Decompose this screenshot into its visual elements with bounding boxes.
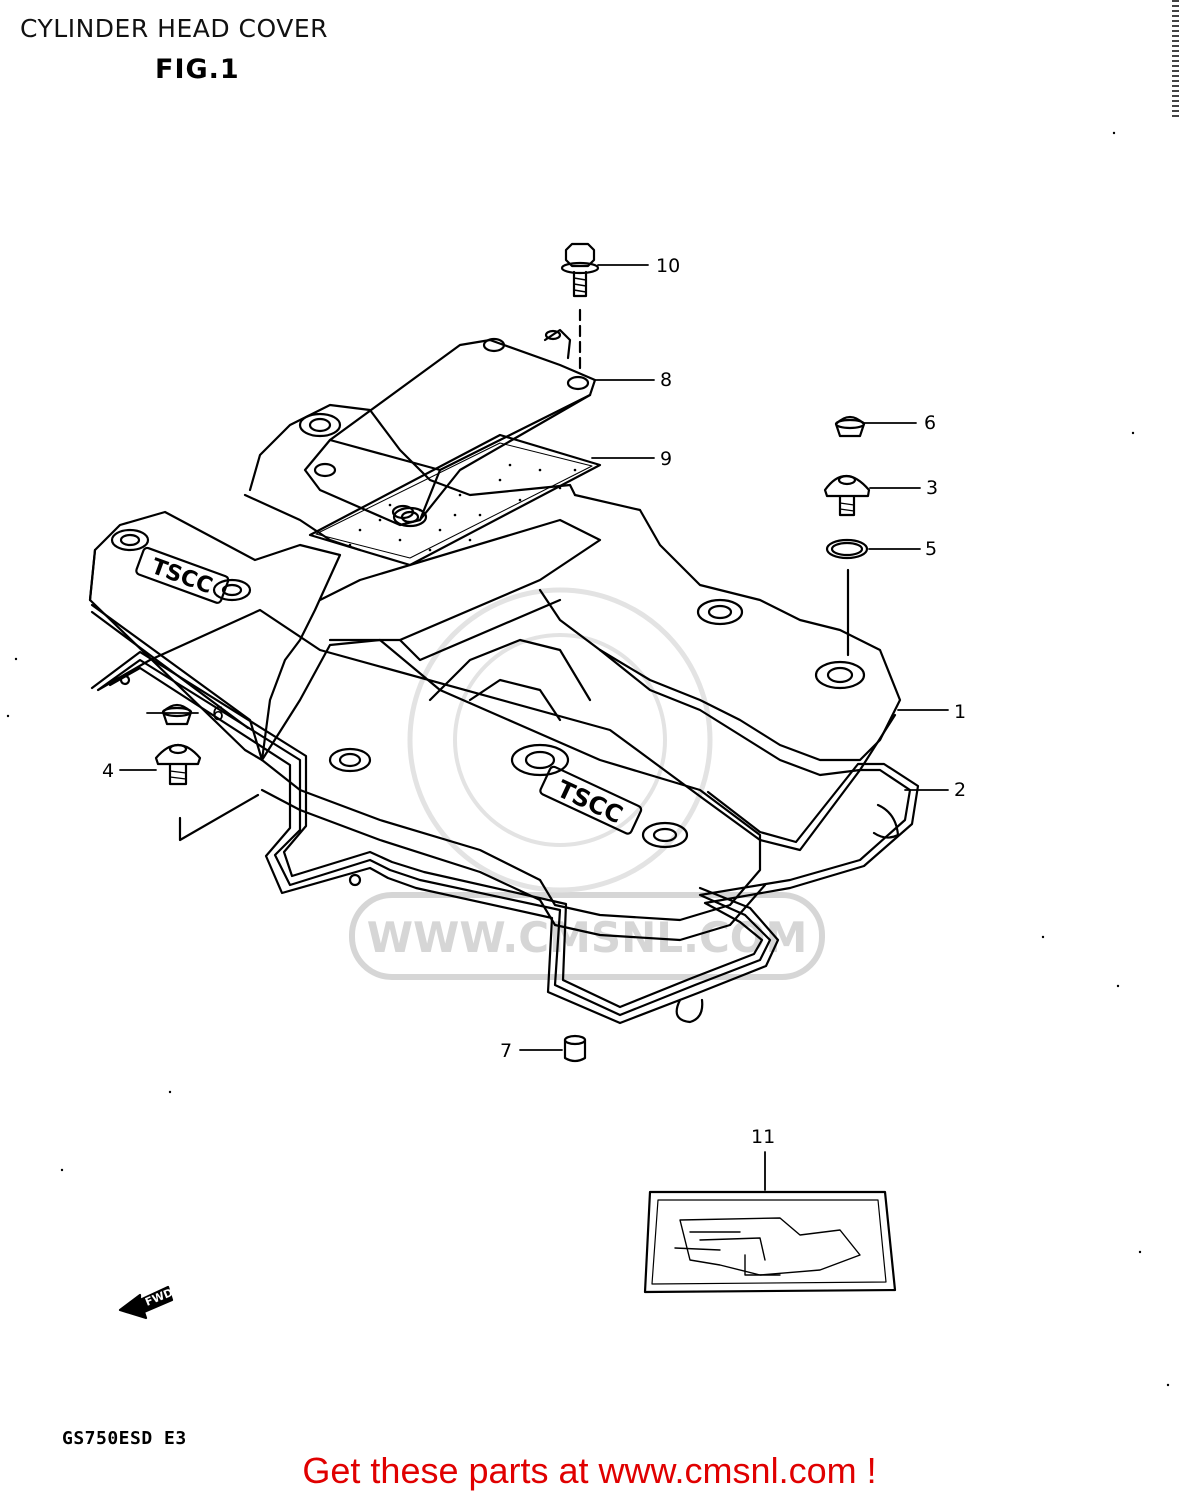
callout-3: 3: [926, 477, 938, 499]
gasket-part-2: [90, 608, 920, 1025]
plug-part-6-right: [834, 415, 866, 438]
callout-4: 4: [102, 760, 114, 782]
breather-cover-part-8: [303, 328, 597, 527]
forward-direction-arrow: [118, 1285, 174, 1320]
callout-7: 7: [500, 1040, 512, 1062]
cylinder-head-cover-part-1: TSCC TSCC: [88, 403, 902, 942]
page-title: CYLINDER HEAD COVER: [20, 14, 329, 43]
parts-shop-link[interactable]: Get these parts at www.cmsnl.com !: [302, 1450, 877, 1491]
plug-part-6-left: [161, 703, 193, 726]
callout-1: 1: [954, 701, 966, 723]
bolt-part-10: [560, 242, 600, 374]
dowel-pin-part-7: [563, 1034, 587, 1063]
callout-leader-lines: [119, 264, 949, 1191]
model-code: GS750ESD E3: [62, 1428, 187, 1449]
cap-bolt-part-3: [823, 474, 871, 517]
callout-11: 11: [751, 1126, 775, 1148]
callout-10: 10: [656, 255, 680, 277]
callout-5: 5: [925, 538, 937, 560]
caution-label-part-11: [643, 1190, 897, 1294]
callout-6-left: 6: [212, 703, 224, 725]
callout-6-right: 6: [924, 412, 936, 434]
breather-gasket-part-9: [308, 433, 602, 567]
watermark: WWW.CMSNL.COM: [349, 587, 825, 980]
callout-9: 9: [660, 448, 672, 470]
callout-8: 8: [660, 369, 672, 391]
o-ring-part-5: [825, 538, 869, 657]
scan-edge-marks: [1172, 0, 1179, 120]
watermark-text: WWW.CMSNL.COM: [367, 913, 808, 962]
cap-bolt-part-4: [154, 743, 260, 842]
callout-2: 2: [954, 779, 966, 801]
figure-label: FIG.1: [155, 54, 240, 85]
scan-specks: [6, 131, 1170, 1387]
